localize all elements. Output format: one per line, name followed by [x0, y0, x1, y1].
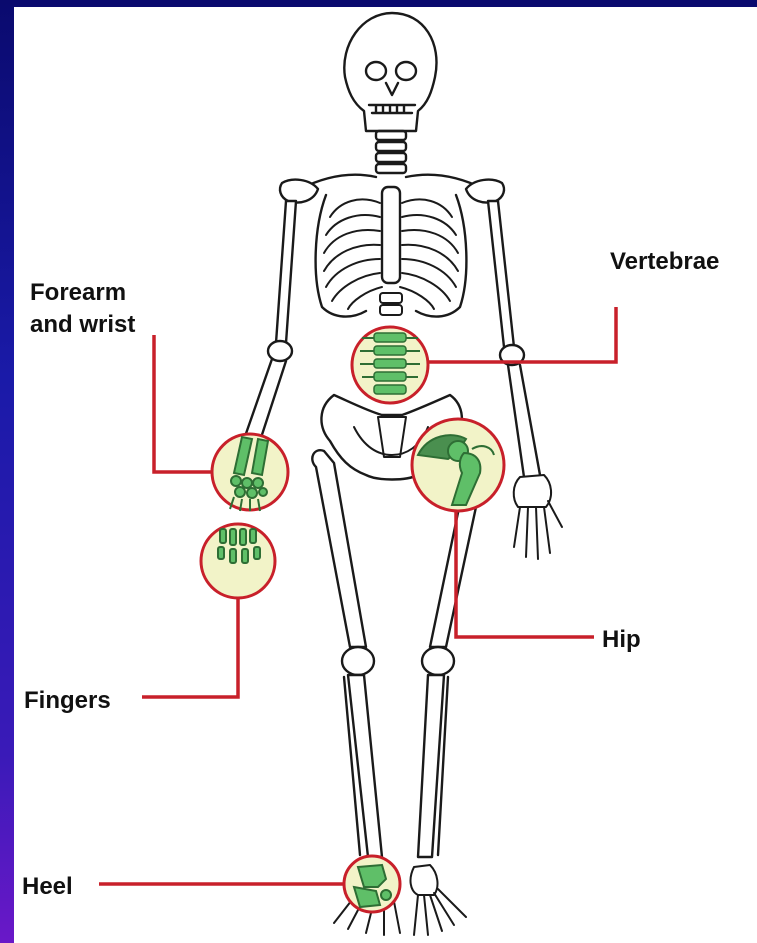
sternum: [382, 187, 400, 283]
knee-right: [422, 647, 454, 675]
skeleton-diagram: Forearm and wrist Vertebrae Hip Fingers …: [14, 7, 757, 943]
cervical-spine: [376, 131, 406, 173]
label-heel: Heel: [22, 873, 73, 900]
fingers-callout-line: [142, 598, 238, 697]
vertebrae-highlight: [352, 327, 428, 403]
label-hip: Hip: [602, 626, 641, 653]
label-forearm-line2: and wrist: [30, 311, 135, 338]
hip-callout-line: [456, 510, 594, 637]
humerus-left: [276, 201, 296, 343]
forearm-right-radius: [508, 365, 524, 477]
femur-right: [430, 503, 476, 647]
lumbar-spine: [380, 293, 402, 315]
wrist-highlight: [212, 434, 288, 511]
label-fingers: Fingers: [24, 687, 111, 714]
femur-left: [312, 450, 366, 647]
skeleton: [242, 13, 562, 935]
label-vertebrae: Vertebrae: [610, 248, 719, 275]
shoulder-left: [280, 180, 318, 203]
shoulder-right: [466, 180, 504, 203]
forearm-callout-line: [154, 335, 212, 472]
humerus-right: [488, 201, 514, 347]
forearm-right-ulna: [520, 365, 540, 475]
forearm-left-radius: [242, 359, 272, 445]
label-forearm-line1: Forearm: [30, 279, 126, 306]
heel-highlight: [344, 856, 400, 912]
hand-right: [514, 475, 562, 559]
foot-right: [411, 865, 466, 935]
diagram-panel: Forearm and wrist Vertebrae Hip Fingers …: [14, 7, 757, 943]
hip-highlight: [412, 419, 504, 511]
forearm-left-ulna: [258, 361, 286, 447]
knee-left: [342, 647, 374, 675]
fingers-highlight: [201, 524, 275, 598]
